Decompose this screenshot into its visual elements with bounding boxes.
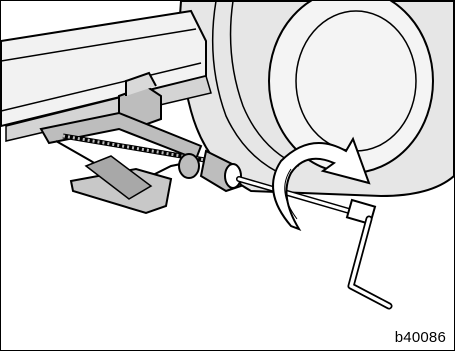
reference-code: b40086 [395, 329, 446, 346]
jack-pivot [179, 154, 199, 178]
jack-handle [239, 179, 389, 306]
jack-drive-eye [225, 164, 241, 188]
